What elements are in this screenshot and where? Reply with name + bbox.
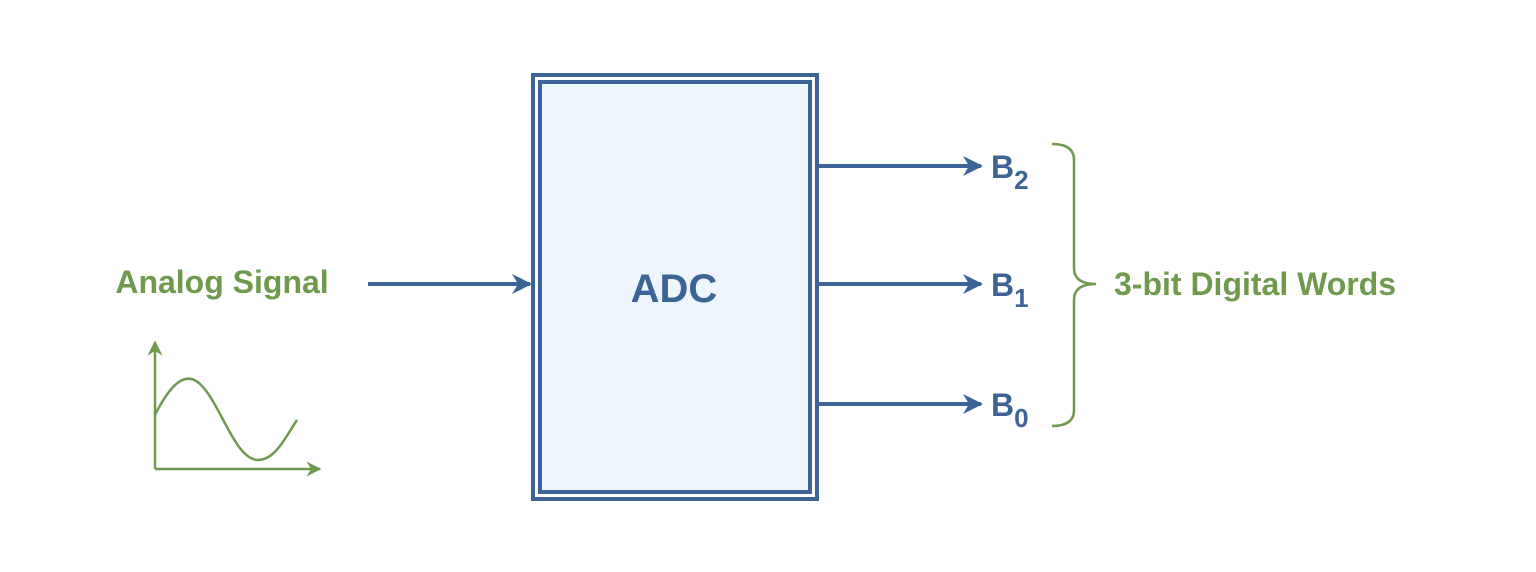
output-label-b0: B0 xyxy=(991,387,1029,433)
output-letter-b1: B xyxy=(991,267,1014,303)
output-letter-b0: B xyxy=(991,387,1014,423)
sine-wave-graph-icon xyxy=(147,340,322,477)
grouping-brace-icon xyxy=(1051,142,1097,428)
output-label-b1: B1 xyxy=(991,267,1029,313)
output-label-b2: B2 xyxy=(991,149,1029,195)
output-subscript-b2: 2 xyxy=(1014,165,1028,195)
output-subscript-b1: 1 xyxy=(1014,283,1028,313)
adc-label: ADC xyxy=(631,267,718,311)
analog-signal-label: Analog Signal xyxy=(115,264,328,300)
adc-block: ADC xyxy=(531,73,819,501)
digital-words-label: 3-bit Digital Words xyxy=(1114,266,1396,302)
output-letter-b2: B xyxy=(991,149,1014,185)
output-subscript-b0: 0 xyxy=(1014,403,1028,433)
